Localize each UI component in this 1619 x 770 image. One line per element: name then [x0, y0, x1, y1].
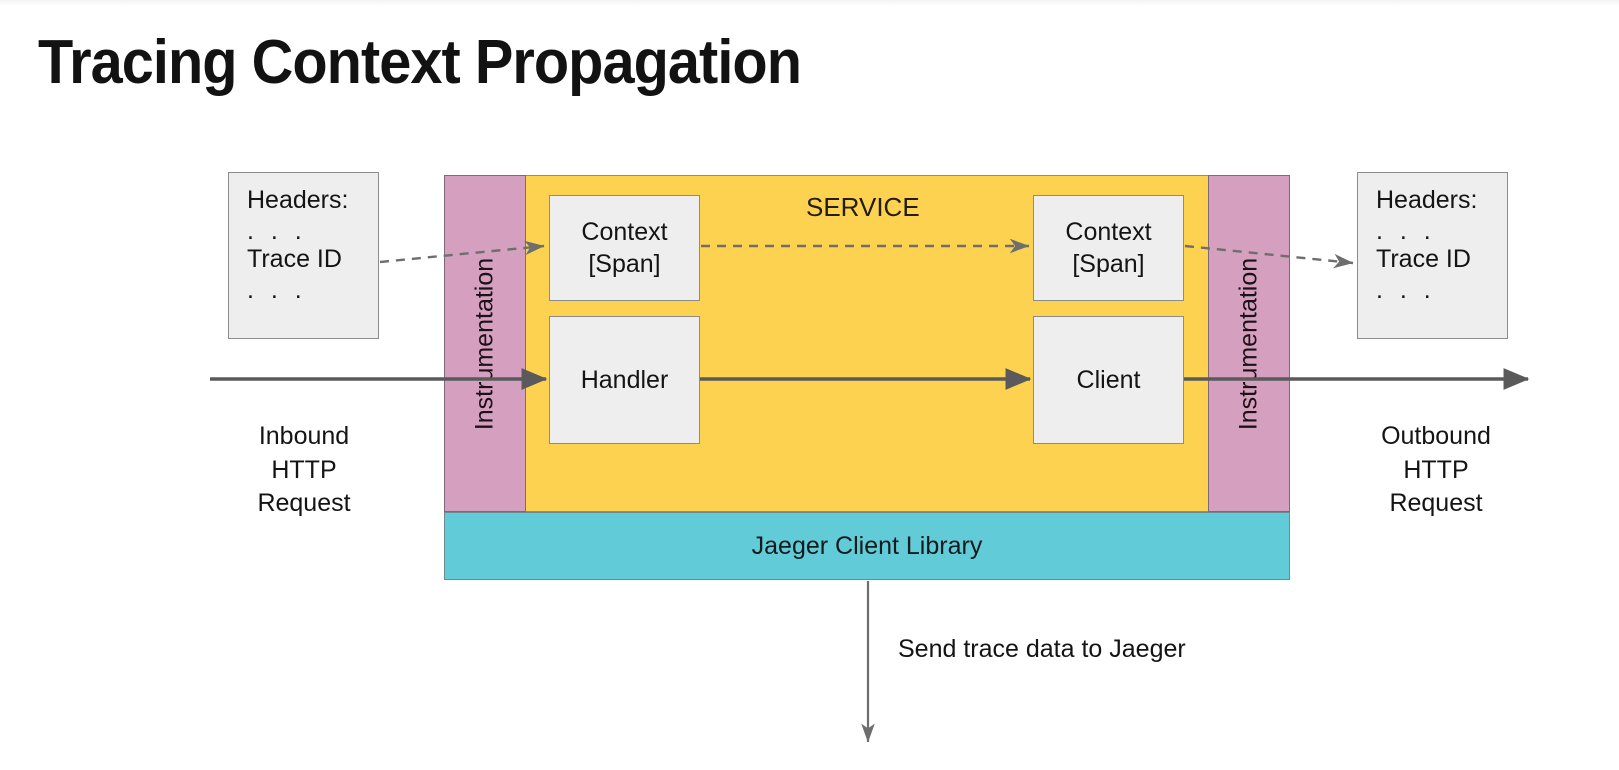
- handler-label: Handler: [580, 366, 669, 394]
- outbound-caption-line-2: HTTP: [1403, 455, 1469, 484]
- inbound-headers-box: Headers: . . . Trace ID . . .: [228, 172, 379, 339]
- context-label-left: Context: [581, 218, 668, 246]
- context-span-box-right: Context [Span]: [1033, 195, 1184, 301]
- instrumentation-band-right: Instrumentation: [1208, 175, 1290, 512]
- headers-right-line-2: . . .: [1376, 217, 1436, 245]
- outbound-request-caption: Outbound HTTP Request: [1336, 420, 1536, 521]
- inbound-caption-line-2: HTTP: [271, 455, 337, 484]
- outbound-caption-line-3: Request: [1389, 489, 1483, 517]
- context-span-box-left: Context [Span]: [549, 195, 700, 301]
- context-to-headers-dashed-arrow: [1184, 244, 1354, 269]
- page-title: Tracing Context Propagation: [38, 28, 802, 97]
- headers-left-line-2: . . .: [247, 217, 307, 245]
- headers-to-context-dashed-arrow: [379, 240, 545, 264]
- headers-left-line-3: Trace ID: [247, 245, 342, 273]
- client-box: Client: [1033, 316, 1184, 444]
- context-span-text-right: Context [Span]: [1065, 216, 1151, 280]
- inbound-caption-line-3: Request: [257, 489, 351, 517]
- context-label-right: Context: [1065, 218, 1152, 246]
- headers-right-line-1: Headers:: [1376, 186, 1478, 214]
- slide-top-edge: [0, 0, 1619, 6]
- jaeger-client-library-label: Jaeger Client Library: [751, 531, 983, 560]
- outbound-caption-line-1: Outbound: [1381, 422, 1491, 450]
- service-label: SERVICE: [806, 192, 920, 222]
- instrumentation-band-left: Instrumentation: [444, 175, 526, 512]
- jaeger-client-library-band: Jaeger Client Library: [444, 512, 1290, 580]
- headers-left-line-1: Headers:: [247, 186, 349, 214]
- client-label: Client: [1076, 366, 1141, 394]
- context-span-text-left: Context [Span]: [581, 216, 667, 280]
- span-label-right: [Span]: [1072, 250, 1145, 278]
- inbound-request-caption: Inbound HTTP Request: [204, 420, 404, 521]
- handler-box: Handler: [549, 316, 700, 444]
- send-trace-data-caption: Send trace data to Jaeger: [898, 635, 1186, 663]
- span-label-left: [Span]: [588, 250, 661, 278]
- headers-left-line-4: . . .: [247, 276, 307, 304]
- outbound-headers-box: Headers: . . . Trace ID . . .: [1357, 172, 1508, 339]
- headers-right-line-3: Trace ID: [1376, 245, 1471, 273]
- headers-right-line-4: . . .: [1376, 276, 1436, 304]
- inbound-caption-line-1: Inbound: [258, 422, 350, 450]
